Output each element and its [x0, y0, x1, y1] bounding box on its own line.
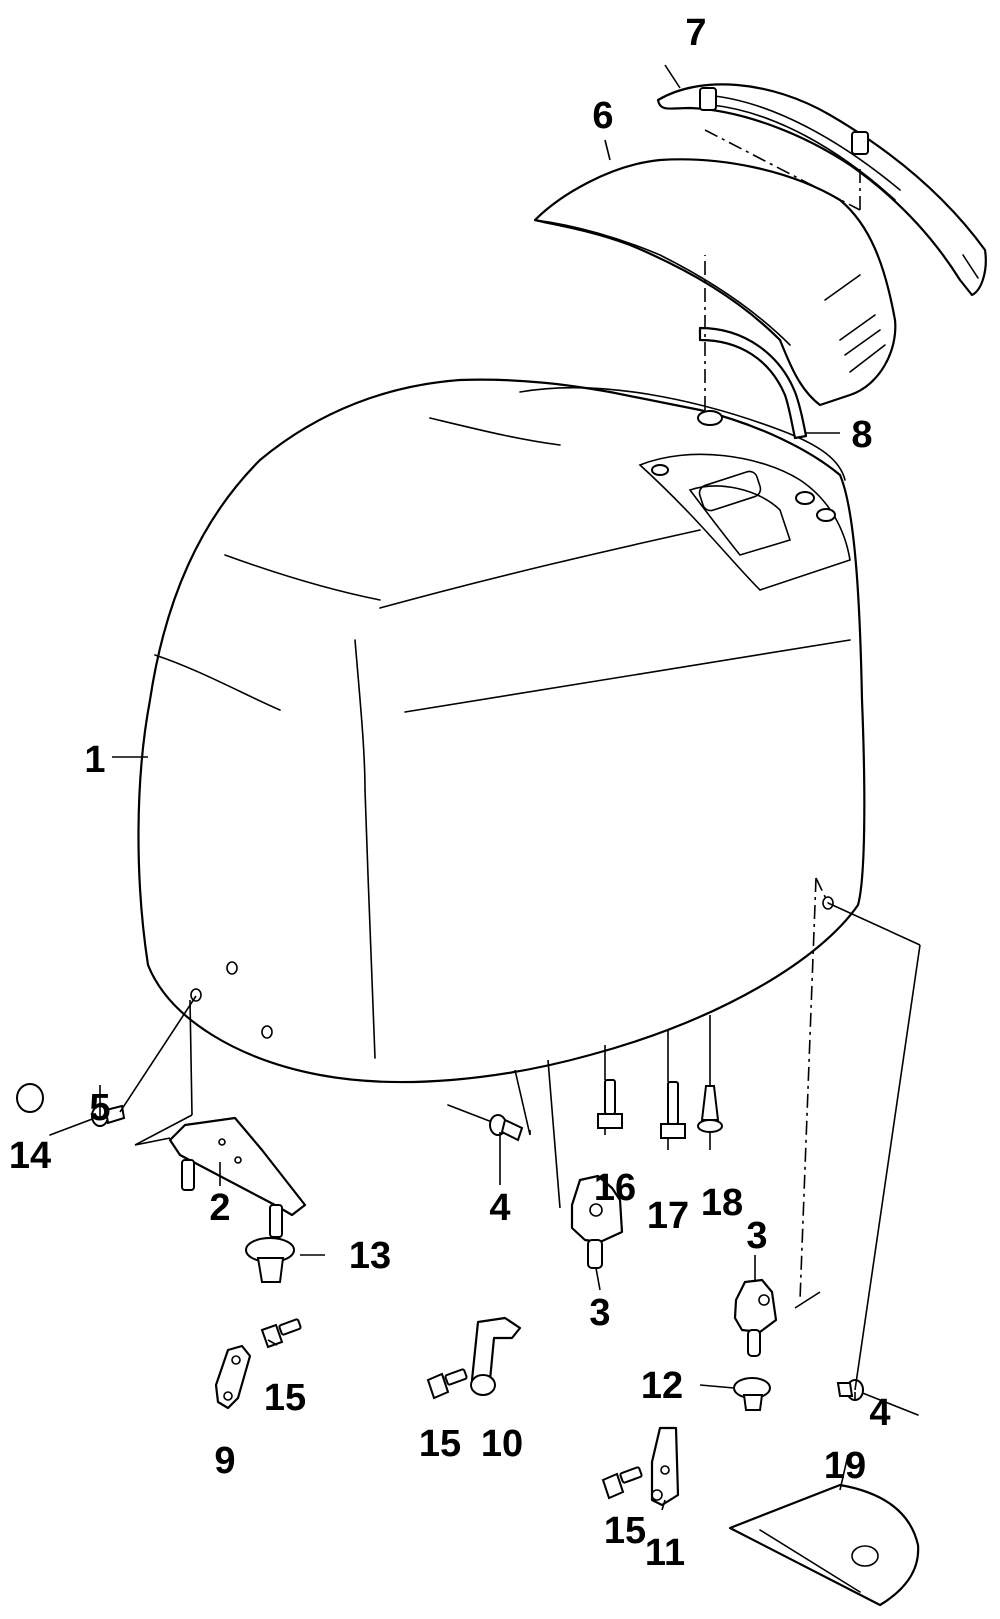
callout-15-center: 15: [419, 1423, 461, 1465]
callout-1: 1: [84, 739, 105, 781]
part-15-bolt-a: [260, 1318, 302, 1349]
callout-6: 6: [592, 95, 613, 137]
callout-10: 10: [481, 1423, 523, 1465]
part-14-cap: [16, 1083, 44, 1113]
part-16-screw: [597, 1079, 623, 1129]
callout-16: 16: [594, 1167, 636, 1209]
callout-3-center: 3: [589, 1292, 610, 1334]
callout-2: 2: [209, 1187, 230, 1229]
callout-18: 18: [701, 1182, 743, 1224]
part-19-pad: [728, 1483, 920, 1607]
part-3-latch-right: [733, 1278, 778, 1357]
callout-15-left: 15: [264, 1377, 306, 1419]
callout-9: 9: [214, 1440, 235, 1482]
part-8-seal: [698, 326, 808, 440]
callout-7: 7: [685, 12, 706, 54]
callout-13: 13: [349, 1235, 391, 1277]
part-7-top-rail: [656, 83, 987, 297]
callout-15-bottom: 15: [604, 1510, 646, 1552]
part-15-bolt-b: [426, 1368, 468, 1400]
callout-5: 5: [89, 1087, 110, 1129]
part-18-screw: [697, 1085, 723, 1133]
callout-8: 8: [851, 414, 872, 456]
part-17-screw: [660, 1081, 686, 1139]
part-13-grommet: [245, 1237, 295, 1283]
part-12-grommet: [733, 1377, 771, 1411]
part-6-top-cover: [533, 158, 897, 407]
callout-14: 14: [9, 1135, 51, 1177]
callout-3-right: 3: [746, 1215, 767, 1257]
part-2-bracket: [168, 1116, 307, 1238]
callout-4-center: 4: [489, 1187, 510, 1229]
part-4-rivet-left: [447, 1104, 524, 1142]
callout-4-right: 4: [869, 1392, 890, 1434]
callout-numbers: 1 2 3 3 4 4 5 6 7 8 9 10 11 12 13 14 15 …: [9, 12, 891, 1574]
part-1-top-cowling: [137, 378, 866, 1084]
leader-lines: [99, 64, 921, 1511]
part-15-bolt-c: [601, 1466, 643, 1500]
callout-19: 19: [824, 1445, 866, 1487]
callout-12: 12: [641, 1365, 683, 1407]
callout-17: 17: [647, 1195, 689, 1237]
part-11-plate: [650, 1426, 680, 1507]
part-10-bracket: [470, 1316, 522, 1396]
part-3-latch-left: [570, 1174, 624, 1269]
callout-11: 11: [645, 1532, 685, 1574]
part-9-lever: [214, 1344, 252, 1410]
part-5-rivet: [49, 1104, 126, 1136]
